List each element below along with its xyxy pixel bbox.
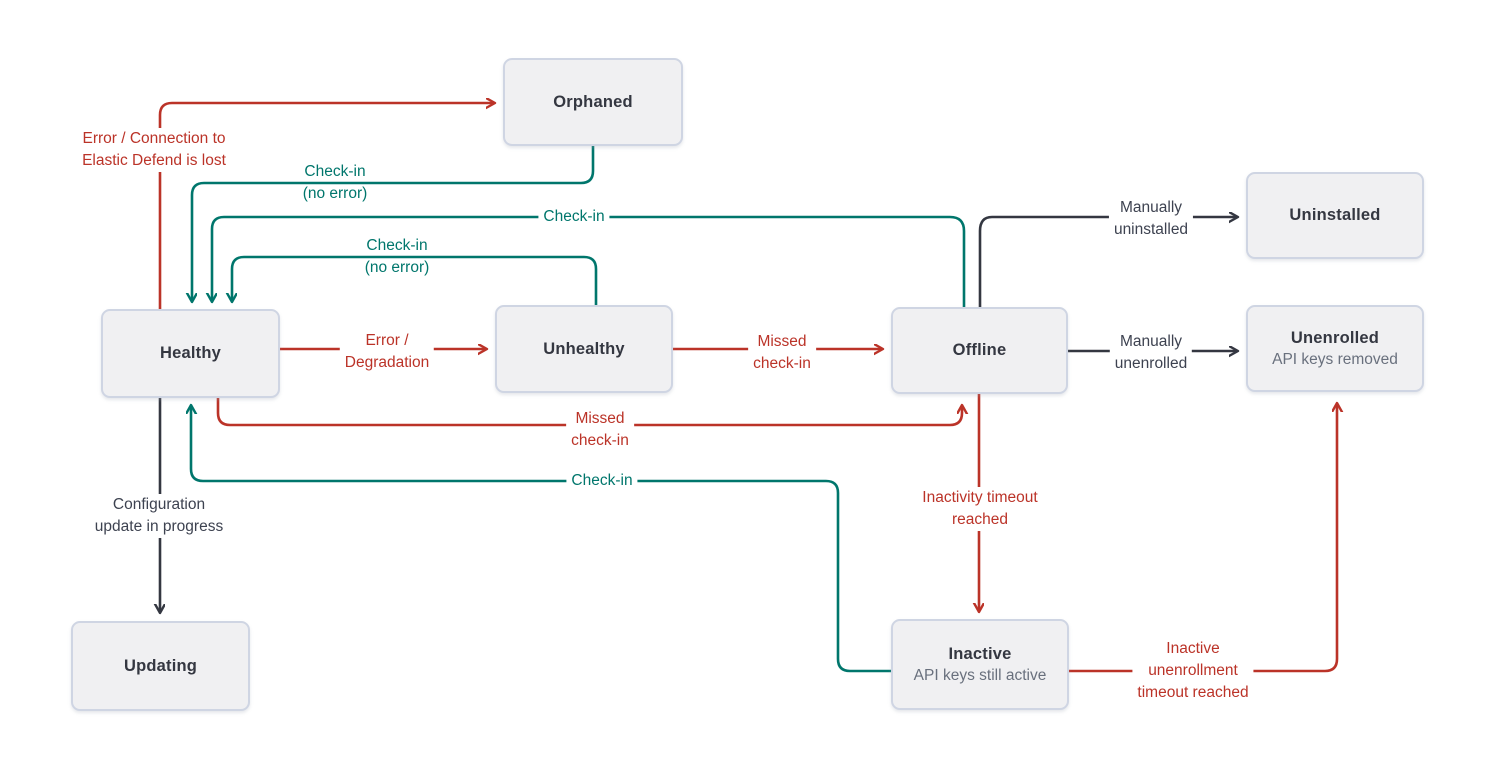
edge-label-offline-to-healthy: Check-in [538, 206, 610, 228]
edge-label-healthy-to-unhealthy: Error / Degradation [339, 330, 435, 374]
node-title: Updating [123, 656, 198, 675]
edge-label-inactive-to-healthy: Check-in [566, 470, 638, 492]
arrow-unhealthy-to-healthy [232, 255, 598, 307]
edge-label-healthy-to-updating: Configuration update in progress [89, 494, 229, 538]
node-title: Offline [952, 341, 1007, 359]
node-title: Inactive [948, 644, 1012, 663]
edge-label-orphaned-to-healthy: Check-in (no error) [302, 163, 368, 202]
node-title: Unenrolled [1290, 328, 1380, 347]
node-inactive: Inactive API keys still active [891, 619, 1069, 710]
edge-label-offline-to-unenrolled: Manually unenrolled [1109, 331, 1193, 375]
node-title: Healthy [159, 344, 221, 362]
arrow-inactive-to-unenrolled [1067, 404, 1337, 673]
node-orphaned: Orphaned [503, 58, 683, 146]
node-title: Uninstalled [1289, 206, 1381, 224]
node-title: Orphaned [553, 92, 633, 111]
node-updating: Updating [71, 621, 250, 711]
node-subtitle: API keys still active [913, 666, 1047, 684]
node-unhealthy: Unhealthy [495, 305, 673, 393]
edge-label-offline-to-uninstalled: Manually uninstalled [1108, 197, 1194, 241]
node-title: Unhealthy [543, 339, 625, 358]
arrow-offline-to-uninstalled [978, 217, 1237, 309]
arrow-healthy-to-orphaned [158, 103, 494, 311]
edge-label-unhealthy-to-offline: Missed check-in [748, 331, 816, 375]
node-uninstalled: Uninstalled [1246, 172, 1424, 259]
edge-label-offline-to-inactive: Inactivity timeout reached [917, 487, 1043, 531]
arrow-offline-to-healthy [212, 215, 966, 309]
edge-label-inactive-to-unenrolled: Inactive unenrollment timeout reached [1132, 638, 1254, 704]
node-offline: Offline [891, 307, 1068, 394]
node-healthy: Healthy [101, 309, 280, 398]
edge-label-healthy-to-orphaned: Error / Connection to Elastic Defend is … [77, 128, 231, 172]
edge-label-healthy-to-offline: Missed check-in [566, 408, 634, 452]
edge-label-unhealthy-to-healthy: Check-in (no error) [364, 237, 430, 276]
arrow-inactive-to-healthy [191, 406, 893, 673]
node-unenrolled: Unenrolled API keys removed [1246, 305, 1424, 392]
arrow-orphaned-to-healthy [192, 144, 595, 301]
node-subtitle: API keys removed [1272, 350, 1398, 368]
